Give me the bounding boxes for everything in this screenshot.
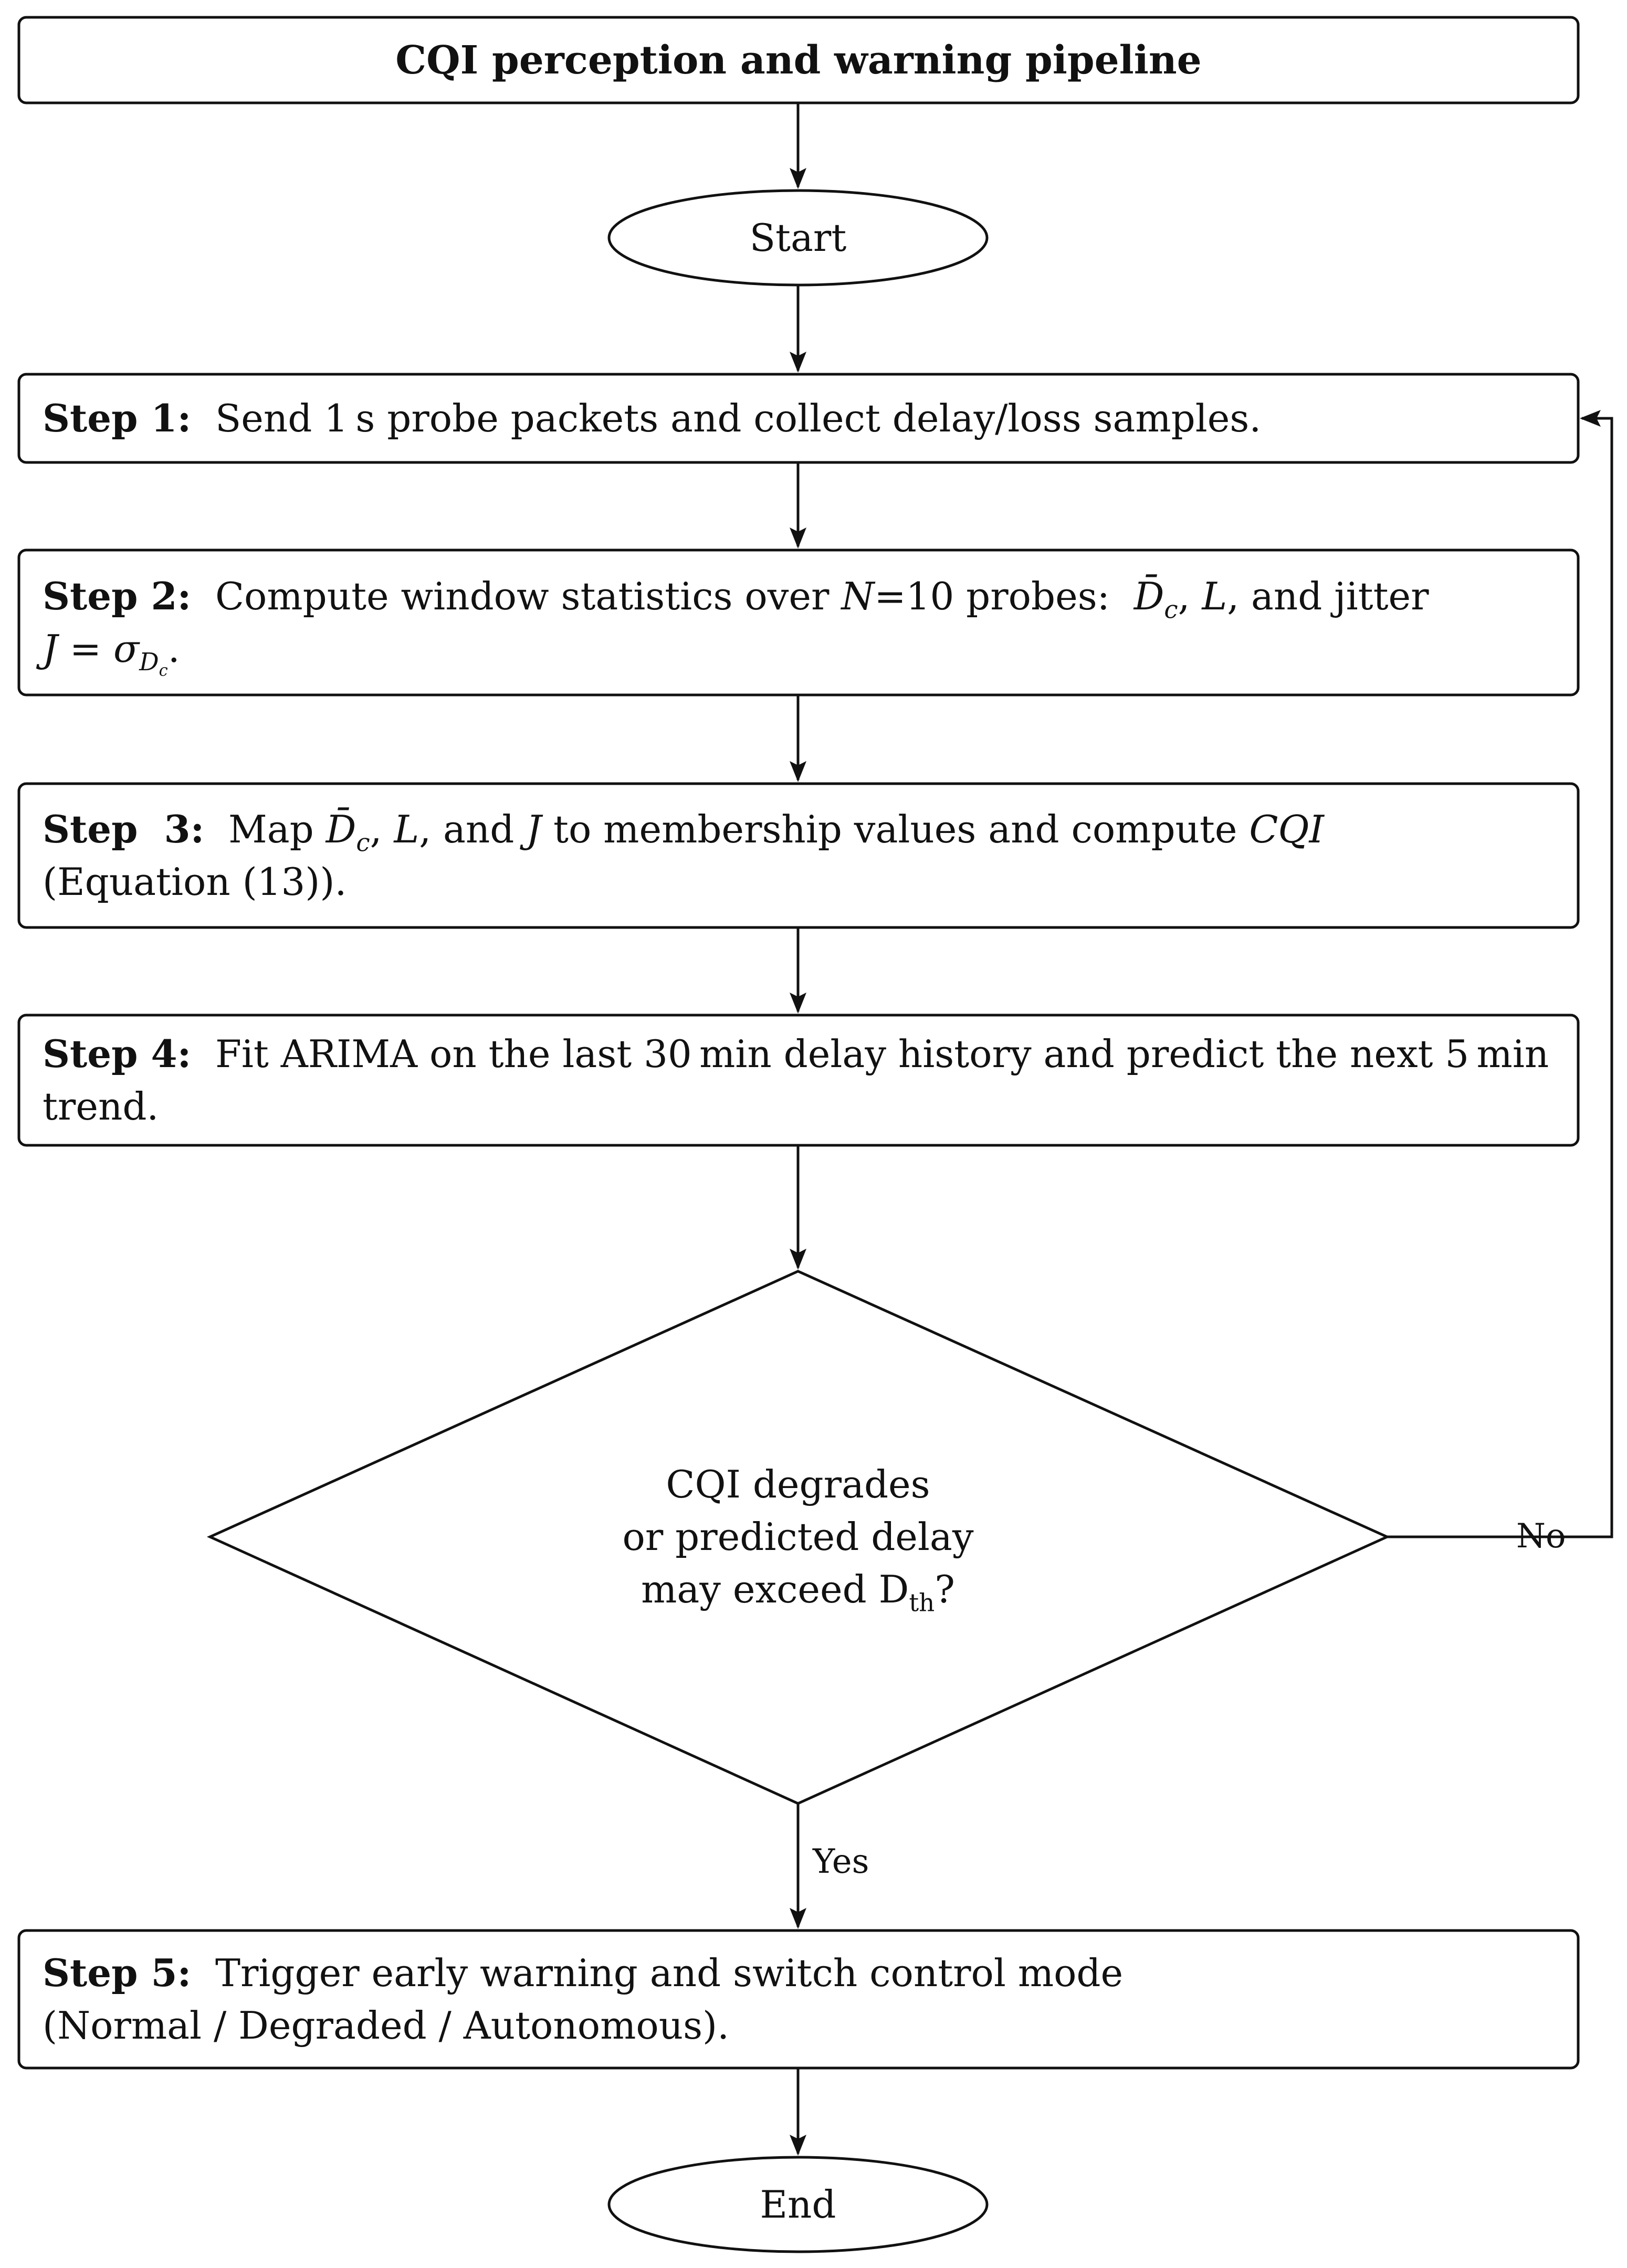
decision-d-var: D (878, 1567, 909, 1611)
decision-line1-rest: degrades (740, 1462, 930, 1506)
step-2-end: . (167, 627, 180, 671)
step-3-label: Step 3: (43, 807, 205, 851)
step-2-sigma: σDc (113, 627, 168, 679)
step-2-dc: D̄c (1133, 574, 1178, 623)
decision-line2: or predicted delay (622, 1515, 974, 1559)
step-3-text: Step 3: Map D̄c, L, and J to membership … (19, 784, 1578, 927)
step-3-cqi: CQI (1249, 807, 1324, 851)
decision-line3-pre: may exceed (641, 1567, 879, 1611)
step-3-j-var: J (526, 807, 542, 851)
step-2-sep1: , (1178, 574, 1190, 618)
step-2-n-var: N (841, 574, 875, 618)
step-1-text: Step 1: Send 1 s probe packets and colle… (19, 374, 1578, 462)
step-2-sigma-symbol: σ (113, 627, 140, 671)
step-5-line2: (Normal / Degraded / Autonomous). (43, 2003, 729, 2048)
step-2-eq: = (57, 627, 113, 671)
step-3-sep1: , (370, 807, 382, 851)
step-2-dc-symbol: D̄ (1133, 574, 1164, 618)
step-4-description: Fit ARIMA on the last 30 min delay histo… (43, 1032, 1549, 1128)
end-label: End (760, 2182, 836, 2227)
step-2-l-var: L (1202, 574, 1227, 618)
decision-line3-post: ? (935, 1567, 955, 1611)
start-label: Start (749, 216, 847, 260)
page-title: CQI perception and warning pipeline (395, 37, 1202, 83)
step-2-dc-sub: c (1164, 596, 1178, 625)
step-2-sigma-subsub: c (159, 662, 168, 681)
step-3-text-c: to membership values and compute (553, 807, 1237, 851)
step-5-line1: Trigger early warning and switch control… (215, 1951, 1124, 1995)
step-3-text-b: , and (419, 807, 515, 851)
arrow-no-loop (1387, 410, 1613, 1538)
step-3-text-d: (Equation (13)). (43, 860, 347, 904)
step-1-label: Step 1: (43, 396, 192, 440)
step-5-text: Step 5: Trigger early warning and switch… (19, 1931, 1578, 2068)
decision-d-sub: th (909, 1589, 935, 1618)
step-2-text: Step 2: Compute window statistics over N… (19, 550, 1578, 695)
step-2-text-a: Compute window statistics over (215, 574, 830, 618)
edge-label-no: No (1516, 1517, 1566, 1556)
edge-label-yes: Yes (813, 1842, 869, 1881)
step-3-l-var: L (394, 807, 419, 851)
step-2-text-b: , and jitter (1227, 574, 1429, 618)
step-2-j-var: J (43, 627, 58, 671)
decision-cqi: CQI (666, 1462, 741, 1506)
step-5-label: Step 5: (43, 1950, 192, 1995)
step-2-sigma-sub-d: D (139, 648, 159, 677)
step-3-dc-sub: c (356, 829, 370, 858)
step-3-text-a: Map (228, 807, 314, 851)
step-4-text: Step 4: Fit ARIMA on the last 30 min del… (19, 1015, 1578, 1145)
step-2-label: Step 2: (43, 574, 192, 618)
step-3-dc: D̄c (326, 807, 370, 856)
step-1-description: Send 1 s probe packets and collect delay… (215, 396, 1262, 440)
step-4-label: Step 4: (43, 1031, 192, 1076)
step-2-n-val: =10 probes: (874, 574, 1110, 618)
step-3-dc-symbol: D̄ (326, 807, 356, 851)
end-node (607, 2156, 989, 2253)
step-2-sigma-sub: Dc (139, 648, 168, 681)
decision-text: CQI degrades or predicted delay may exce… (536, 1448, 1061, 1626)
